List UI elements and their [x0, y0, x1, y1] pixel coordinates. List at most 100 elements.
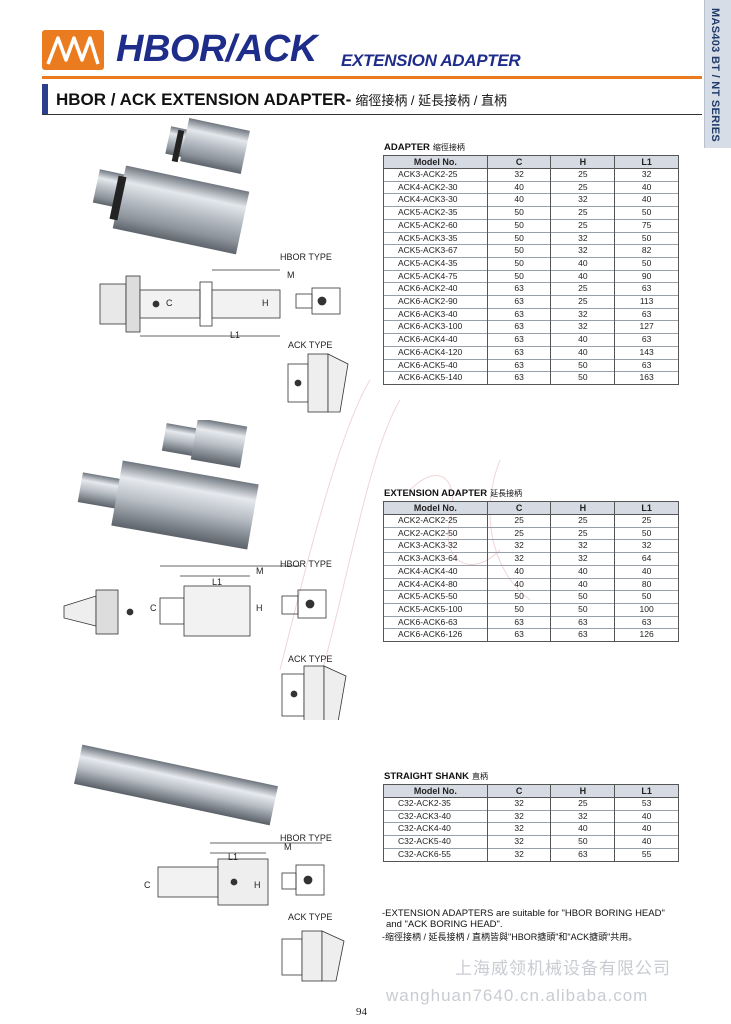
page-subtitle: EXTENSION ADAPTER [341, 51, 521, 70]
series-side-tab: MAS403 BT / NT SERIES [704, 0, 731, 148]
dimension-cell: 40 [550, 269, 616, 283]
extension-table-header: Model No. C H L1 [383, 501, 679, 515]
dimension-cell: 64 [614, 552, 679, 566]
section-heading: HBOR / ACK EXTENSION ADAPTER-缩徑接柄 / 延長接柄… [56, 90, 507, 110]
section-heading-cn: 缩徑接柄 / 延長接柄 / 直柄 [355, 93, 507, 108]
dimension-cell: 25 [550, 180, 616, 194]
straight-table-header: Model No. C H L1 [383, 784, 679, 798]
straight-table-title-cn: 直柄 [471, 772, 488, 781]
model-number-cell: ACK5-ACK4-75 [383, 269, 488, 283]
model-number-cell: ACK4-ACK4-80 [383, 577, 488, 591]
col-header: C [486, 155, 552, 169]
dimension-cell: 50 [614, 526, 679, 540]
dimension-cell: 63 [550, 847, 616, 862]
extension-hbor-diagram [63, 565, 327, 637]
dimension-cell: 50 [486, 256, 552, 271]
adapter-table-title-text: ADAPTER [384, 142, 430, 153]
dimension-cell: 75 [614, 218, 679, 233]
dimension-cell: 63 [486, 615, 552, 629]
dimension-cell: 25 [550, 282, 616, 296]
header-divider [42, 76, 702, 79]
dimension-cell: 40 [614, 835, 679, 849]
dimension-cell: 63 [614, 615, 679, 629]
dimension-cell: 50 [550, 835, 616, 849]
ack-type-diagram [287, 353, 349, 413]
dimension-cell: 32 [550, 193, 616, 207]
model-number-cell: ACK6-ACK3-40 [383, 307, 488, 321]
dimension-cell: 32 [550, 809, 616, 823]
dimension-cell: 40 [614, 822, 679, 836]
dimension-cell: 32 [550, 552, 616, 566]
page-number: 94 [356, 1006, 367, 1018]
dimension-cell: 63 [486, 371, 552, 385]
adapter-photo-large [92, 165, 250, 255]
col-header: C [486, 784, 552, 798]
dimension-cell: 50 [486, 206, 552, 220]
dimension-cell: 50 [614, 206, 679, 220]
dimension-cell: 50 [486, 244, 552, 258]
dimension-cell: 50 [550, 358, 616, 372]
section-divider [42, 114, 702, 115]
model-number-cell: ACK6-ACK4-120 [383, 345, 488, 360]
dimension-cell: 63 [614, 333, 679, 347]
dimension-cell: 32 [486, 168, 552, 182]
dimension-cell: 113 [614, 295, 679, 309]
model-number-cell: ACK5-ACK3-35 [383, 231, 488, 245]
dimension-cell: 25 [550, 526, 616, 540]
dimension-cell: 63 [486, 307, 552, 321]
dimension-cell: 40 [550, 345, 616, 360]
ack-type-label-2: ACK TYPE [288, 654, 333, 664]
straight-shank-photo [74, 744, 278, 826]
model-number-cell: ACK5-ACK4-35 [383, 256, 488, 271]
dimension-cell: 32 [550, 320, 616, 334]
dimension-cell: 40 [614, 564, 679, 579]
extension-photo-large [77, 460, 259, 550]
dimension-cell: 40 [486, 180, 552, 194]
dimension-cell: 63 [486, 628, 552, 643]
dimension-cell: 63 [486, 320, 552, 334]
extension-table-title-text: EXTENSION ADAPTER [384, 488, 488, 499]
dimension-cell: 63 [486, 358, 552, 372]
model-number-cell: ACK3-ACK3-32 [383, 539, 488, 553]
dimension-cell: 40 [550, 333, 616, 347]
col-header: L1 [614, 501, 679, 515]
dim-c-label-3: C [144, 880, 151, 890]
dimension-cell: 32 [550, 539, 616, 553]
straight-table-title-text: STRAIGHT SHANK [384, 771, 469, 782]
dimension-cell: 80 [614, 577, 679, 591]
dimension-cell: 63 [550, 615, 616, 629]
straight-hbor-diagram [157, 842, 325, 906]
dimension-cell: 25 [614, 514, 679, 528]
dimension-cell: 163 [614, 371, 679, 385]
section-heading-text: HBOR / ACK EXTENSION ADAPTER- [56, 90, 352, 109]
dimension-cell: 25 [550, 797, 616, 811]
dim-c-label-1: C [166, 298, 173, 308]
note-line-2: and "ACK BORING HEAD". [386, 919, 503, 930]
dimension-cell: 63 [550, 628, 616, 643]
dimension-cell: 40 [550, 577, 616, 591]
logo-graphic-icon [46, 36, 100, 65]
model-number-cell: ACK4-ACK3-30 [383, 193, 488, 207]
dimension-cell: 100 [614, 602, 679, 617]
dimension-cell: 32 [550, 231, 616, 245]
series-side-tab-label: MAS403 BT / NT SERIES [709, 8, 721, 143]
dimension-cell: 50 [486, 590, 552, 604]
dim-l1-label-3: L1 [228, 852, 239, 862]
